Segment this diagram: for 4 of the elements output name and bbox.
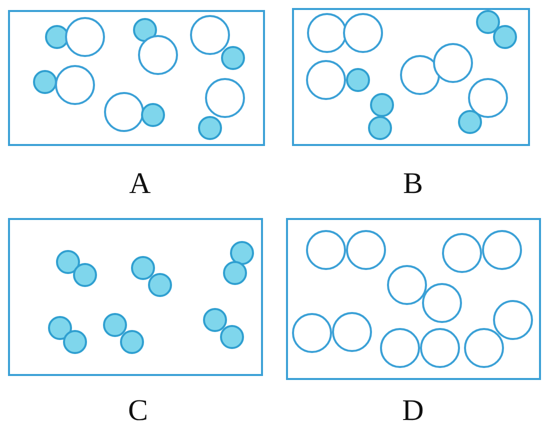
option-letter: B xyxy=(403,168,423,200)
option-letter: C xyxy=(128,395,148,425)
option-letter: A xyxy=(129,168,151,200)
option-letter: D xyxy=(402,395,424,425)
